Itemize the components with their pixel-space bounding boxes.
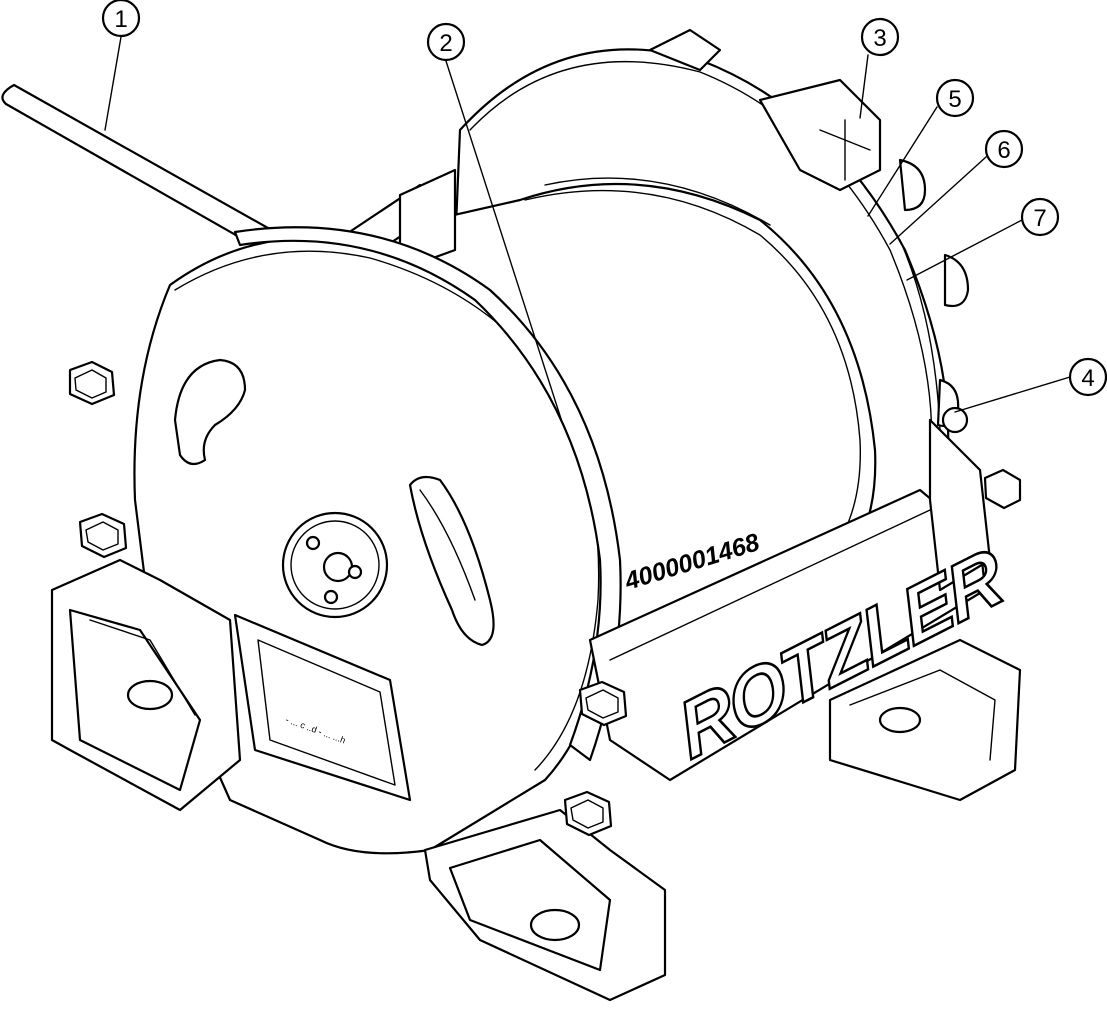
- leader-lines: [104, 36, 1071, 426]
- leader-line: [445, 60, 564, 426]
- rope: [1, 83, 277, 252]
- leader-line: [906, 219, 1023, 281]
- callout-2-label: 2: [439, 30, 452, 57]
- callout-5-label: 5: [948, 86, 961, 113]
- callout-4: 4: [1068, 357, 1107, 397]
- bolt: [68, 360, 116, 406]
- callout-1-label: 1: [114, 6, 127, 33]
- leader-line: [104, 36, 122, 131]
- drum-hub: [281, 511, 389, 619]
- callout-2: 2: [426, 22, 466, 62]
- callout-7: 7: [1020, 197, 1060, 237]
- leader-line: [867, 106, 938, 217]
- leader-line: [889, 156, 987, 245]
- callout-4-label: 4: [1081, 365, 1094, 392]
- bolt: [983, 468, 1022, 510]
- front-tie-bar: [588, 418, 992, 782]
- side-plate-slots: [173, 358, 495, 647]
- rear-gearbox: [648, 28, 970, 434]
- callout-7-label: 7: [1033, 205, 1046, 232]
- callout-6: 6: [984, 129, 1024, 169]
- leader-line: [954, 376, 1071, 413]
- bolt: [78, 512, 128, 559]
- bolt: [578, 680, 628, 727]
- bolts: [68, 360, 1022, 837]
- callout-6-label: 6: [997, 137, 1010, 164]
- base-frame: [50, 558, 1022, 1002]
- callout-3-label: 3: [873, 25, 886, 52]
- leader-line: [859, 54, 869, 119]
- nameplate: [233, 613, 412, 802]
- callout-3: 3: [860, 17, 900, 57]
- callout-1: 1: [101, 0, 141, 38]
- callout-5: 5: [935, 78, 975, 118]
- front-flange: [233, 226, 622, 762]
- bolt: [563, 790, 613, 837]
